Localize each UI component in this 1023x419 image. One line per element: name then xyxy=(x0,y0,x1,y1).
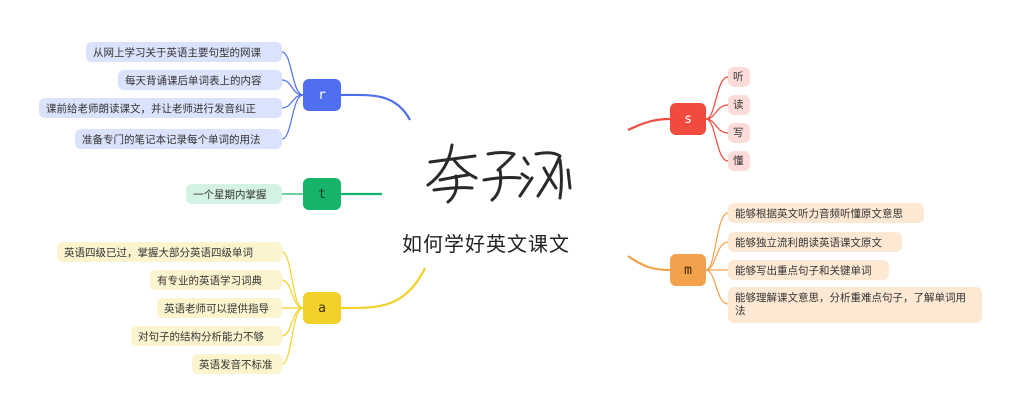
leaf-a-4[interactable]: 对句子的结构分析能力不够 xyxy=(131,326,282,346)
leaf-m-3[interactable]: 能够写出重点句子和关键单词 xyxy=(728,260,889,280)
leaf-a-5[interactable]: 英语发音不标准 xyxy=(192,354,282,374)
links-a-leaves xyxy=(281,251,304,365)
leaf-a-3[interactable]: 英语老师可以提供指导 xyxy=(157,298,282,318)
leaf-m-2[interactable]: 能够独立流利朗读英语课文原文 xyxy=(728,232,902,252)
leaf-s-4[interactable]: 懂 xyxy=(728,151,750,171)
link-center-a xyxy=(340,267,426,310)
leaf-r-4[interactable]: 准备专门的笔记本记录每个单词的用法 xyxy=(75,129,282,149)
links-r-leaves xyxy=(281,51,304,140)
leaf-s-2[interactable]: 读 xyxy=(728,95,750,115)
signature-image xyxy=(426,143,572,204)
leaf-m-4[interactable]: 能够理解课文意思，分析重难点句子，了解单词用法 xyxy=(728,287,982,323)
branch-node-r[interactable]: r xyxy=(303,79,341,111)
leaf-a-1[interactable]: 英语四级已过，掌握大部分英语四级单词 xyxy=(57,242,282,262)
link-center-m xyxy=(627,255,671,272)
leaf-m-1[interactable]: 能够根据英文听力音频听懂原文意思 xyxy=(728,203,924,223)
links-m-leaves xyxy=(705,212,729,305)
leaf-r-1[interactable]: 从网上学习关于英语主要句型的网课 xyxy=(86,42,282,62)
leaf-t-1[interactable]: 一个星期内掌握 xyxy=(186,184,282,204)
link-center-s xyxy=(627,117,671,131)
leaf-s-3[interactable]: 写 xyxy=(728,123,750,143)
link-center-r xyxy=(340,93,411,121)
leaf-a-2[interactable]: 有专业的英语学习词典 xyxy=(150,270,282,290)
branch-node-s[interactable]: s xyxy=(670,103,706,135)
leaf-r-3[interactable]: 课前给老师朗读课文，并让老师进行发音纠正 xyxy=(39,98,282,118)
central-topic-title[interactable]: 如何学好英文课文 xyxy=(402,232,570,256)
branch-node-a[interactable]: a xyxy=(303,292,341,324)
leaf-s-1[interactable]: 听 xyxy=(728,67,750,87)
branch-node-m[interactable]: m xyxy=(670,254,706,286)
leaf-r-2[interactable]: 每天背诵课后单词表上的内容 xyxy=(118,70,282,90)
branch-node-t[interactable]: t xyxy=(303,178,341,210)
links-s-leaves xyxy=(705,76,729,162)
